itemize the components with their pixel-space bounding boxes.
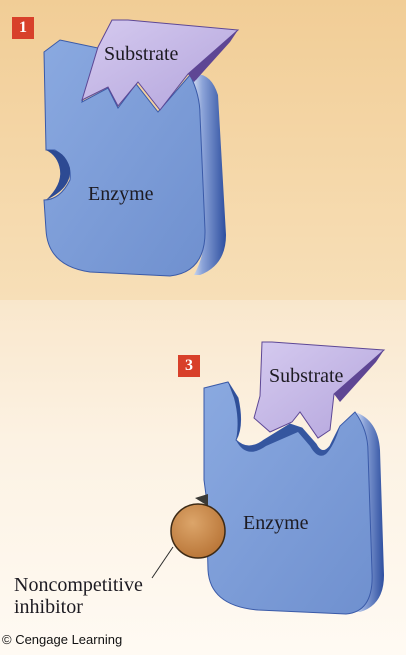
step-badge-3: 3 (178, 355, 200, 377)
substrate-label: Substrate (104, 43, 179, 65)
enzyme-shape-3 (203, 381, 384, 615)
inhibitor-label-line2: inhibitor (14, 596, 83, 618)
inhibitor-label: Noncompetitive inhibitor (14, 574, 184, 618)
enzyme-shape-1 (43, 39, 226, 277)
enzyme-label: Enzyme (243, 512, 309, 534)
inhibitor-leader-line (151, 546, 174, 579)
substrate-label: Substrate (269, 365, 344, 387)
enzyme-label: Enzyme (88, 183, 154, 205)
step-badge-1: 1 (12, 17, 34, 39)
substrate-shape-1 (81, 19, 240, 111)
inhibitor-shape (170, 494, 226, 559)
copyright-credit: © Cengage Learning (2, 632, 123, 647)
substrate-shape-3 (253, 341, 386, 439)
inhibitor-label-line1: Noncompetitive (14, 574, 143, 596)
